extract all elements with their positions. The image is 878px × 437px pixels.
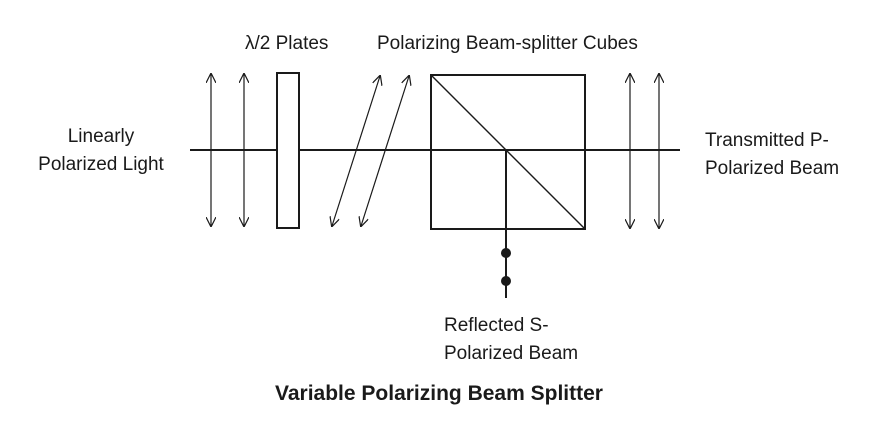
reflected-beam-label-line-2: Polarized Beam — [444, 343, 579, 364]
reflected-beam-label: Reflected S- Polarized Beam — [444, 312, 578, 368]
input-light-label-line-1: Linearly — [67, 126, 135, 147]
s-polarization-dot-2 — [501, 276, 511, 286]
input-light-label-line-2: Polarized Light — [38, 154, 164, 175]
transmitted-beam-label-line-2: Polarized Beam — [705, 158, 840, 179]
reflected-beam-label-line-1: Reflected S- — [444, 315, 549, 336]
diagram-title: Variable Polarizing Beam Splitter — [275, 382, 603, 405]
half-wave-plate — [276, 72, 300, 229]
half-wave-plates-label: λ/2 Plates — [245, 33, 329, 54]
transmitted-beam-label: Transmitted P- Polarized Beam — [705, 127, 839, 183]
input-light-label: Linearly Polarized Light — [20, 123, 182, 179]
cube-diagonal — [430, 74, 586, 230]
beam-splitter-cube — [430, 74, 586, 230]
s-polarization-dot-1 — [501, 248, 511, 258]
transmitted-beam-label-line-1: Transmitted P- — [705, 130, 829, 151]
rotated-polarization-arrow-2 — [361, 76, 409, 226]
beam-splitter-cubes-label: Polarizing Beam-splitter Cubes — [377, 33, 638, 54]
